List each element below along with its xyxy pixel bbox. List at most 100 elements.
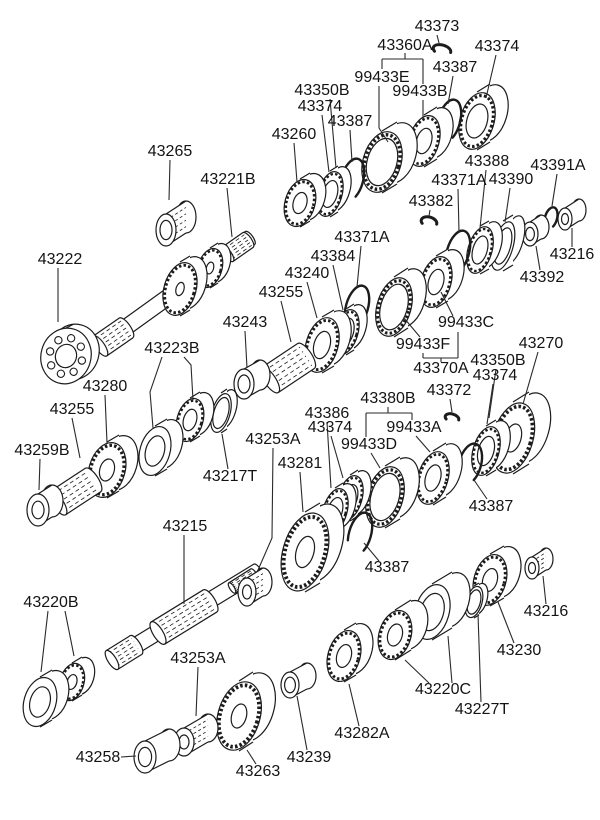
- part-label-43390-16: 43390: [488, 171, 534, 188]
- part-label-43282A-56: 43282A: [334, 725, 390, 742]
- bearing-cone-43220C: [377, 599, 429, 661]
- part-label-43270-41: 43270: [518, 335, 564, 352]
- output-shaft-spline-mid: [149, 589, 219, 645]
- hub-99433C: [419, 248, 465, 309]
- leader-line-43374: [330, 435, 344, 479]
- leader-line-43387: [473, 479, 488, 500]
- part-label-43350B-6: 43350B: [294, 82, 350, 99]
- leader-line-43265: [168, 159, 171, 201]
- clip-43382: [419, 215, 439, 229]
- leader-line-43223B: [183, 356, 194, 401]
- collar-43243: [233, 359, 271, 400]
- part-label-43216-18: 43216: [549, 246, 595, 263]
- leader-line-43239: [296, 695, 308, 751]
- part-label-43360A-1: 43360A: [377, 37, 433, 54]
- parts-layer: [22, 43, 587, 774]
- leader-line-43374: [486, 383, 494, 425]
- bearing-cone-43223B: [175, 391, 215, 443]
- part-label-43243-24: 43243: [222, 314, 268, 331]
- output-shaft-tip: [104, 634, 144, 671]
- bushing-43259B: [26, 484, 64, 527]
- part-label-43263-54: 43263: [235, 763, 281, 780]
- sleeve-99433F: [375, 267, 427, 338]
- ring-43217T: [210, 388, 238, 434]
- spring-43371A-mid: [343, 284, 371, 330]
- ring-43388: [466, 220, 503, 275]
- part-label-43372-40: 43372: [426, 382, 472, 399]
- part-label-43374-2: 43374: [474, 38, 520, 55]
- hub-99433A: [416, 442, 463, 506]
- leader-line-43255: [280, 300, 292, 343]
- part-label-99433E-4: 99433E: [354, 69, 410, 86]
- leader-line-43374: [321, 114, 330, 173]
- leader-line-43387: [349, 129, 353, 163]
- part-label-43265-10: 43265: [147, 143, 193, 160]
- part-label-43387-46: 43387: [364, 559, 410, 576]
- part-label-43382-17: 43382: [408, 193, 454, 210]
- pinion-43220B: [58, 656, 96, 702]
- leader-line-43221B: [226, 187, 233, 238]
- part-label-43374-43: 43374: [472, 367, 518, 384]
- part-label-43370A-27: 43370A: [413, 360, 469, 377]
- bushing-43239: [280, 662, 317, 699]
- part-label-43222-12: 43222: [37, 251, 83, 268]
- race-43220B: [22, 669, 70, 728]
- leader-line-43253A: [195, 666, 199, 717]
- bushing-43258: [133, 728, 181, 774]
- leader-line-43387: [447, 75, 454, 105]
- synchro-ring-43374-top: [316, 165, 352, 218]
- leader-line-43217T: [221, 433, 229, 470]
- part-label-43388-13: 43388: [464, 153, 510, 170]
- spring-43387-bottom: [346, 511, 374, 557]
- part-label-43240-22: 43240: [284, 265, 330, 282]
- part-label-43373-0: 43373: [414, 18, 460, 35]
- leader-line-43230: [497, 601, 515, 644]
- leader-line-43259B: [38, 458, 41, 491]
- part-label-43259B-31: 43259B: [14, 442, 70, 459]
- part-label-43216-47: 43216: [523, 603, 569, 620]
- part-label-43386-33: 43386: [304, 405, 350, 422]
- part-label-43260-9: 43260: [271, 126, 317, 143]
- part-label-43391A-14: 43391A: [530, 157, 586, 174]
- part-label-43255-23: 43255: [258, 284, 304, 301]
- part-label-43227T-50: 43227T: [454, 701, 510, 718]
- leader-line-43216: [542, 575, 547, 605]
- part-label-99433D-37: 99433D: [340, 436, 398, 453]
- part-label-43230-48: 43230: [496, 642, 542, 659]
- part-label-43374-7: 43374: [297, 98, 343, 115]
- cone-43253A-upper: [237, 567, 273, 607]
- sleeve-43253A-bottom: [173, 713, 219, 757]
- leader-line-43373: [436, 34, 440, 44]
- part-label-43217T-32: 43217T: [202, 468, 258, 485]
- bearing-43222: [40, 323, 100, 385]
- synchro-ring-43374-top-right: [458, 83, 509, 151]
- leader-line-43223B: [149, 356, 163, 429]
- part-label-43220B-51: 43220B: [23, 594, 79, 611]
- part-label-43350B-42: 43350B: [470, 352, 526, 369]
- end-43216-bottom: [524, 547, 554, 580]
- leader-line-43391A: [551, 173, 558, 207]
- part-label-43280-29: 43280: [82, 378, 128, 395]
- leader-line-43388: [479, 169, 487, 229]
- gear-43260: [283, 172, 327, 228]
- leader-line-43227T: [477, 613, 482, 703]
- leader-lines-layer: [38, 34, 573, 765]
- race-43220C: [413, 571, 471, 641]
- part-label-43253A-38: 43253A: [245, 431, 301, 448]
- leader-line-43281: [299, 471, 304, 513]
- gear-43282A: [326, 622, 374, 683]
- leader-line-43374: [485, 54, 497, 99]
- part-label-43281-39: 43281: [277, 455, 323, 472]
- leader-line-43260: [293, 142, 298, 183]
- sleeve-99433E: [361, 121, 418, 194]
- part-label-43223B-28: 43223B: [144, 340, 200, 357]
- snap-ring-43373: [431, 43, 453, 57]
- leader-line-99433E: [378, 86, 389, 143]
- leader-line-43270: [522, 351, 539, 405]
- synchro-ring-43374-right: [471, 419, 511, 477]
- leader-line-43243: [244, 330, 248, 369]
- gear-on-shaft-large: [162, 255, 208, 317]
- gear-43263: [216, 671, 276, 752]
- part-label-43374-35: 43374: [307, 419, 353, 436]
